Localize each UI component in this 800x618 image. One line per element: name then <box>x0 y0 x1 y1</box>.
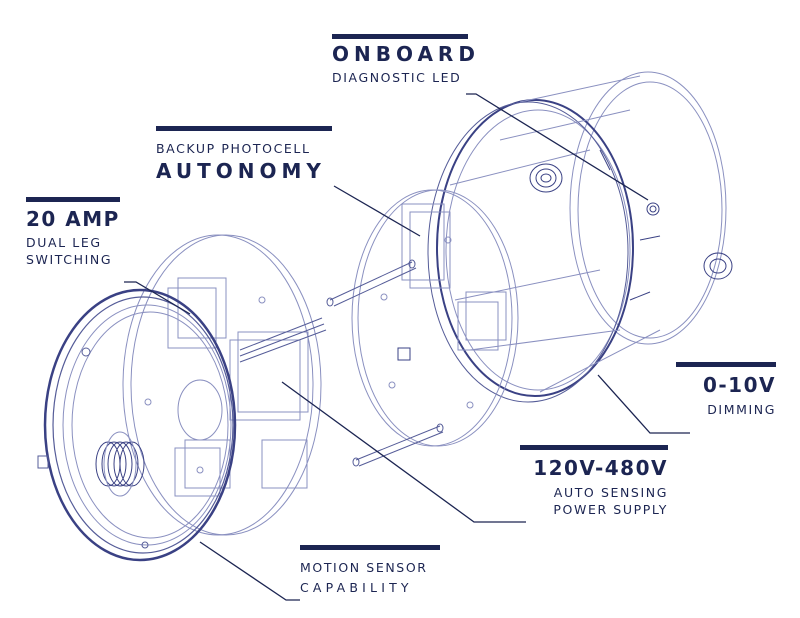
diagnostic-led-icon <box>529 163 733 280</box>
callout-photocell: BACKUP PHOTOCELL AUTONOMY <box>156 126 336 182</box>
callout-amp-line3: SWITCHING <box>26 252 113 267</box>
callout-onboard-led-title: ONBOARD <box>332 42 480 66</box>
front-lens-ring <box>37 288 237 562</box>
callout-bar <box>332 34 468 39</box>
rear-housing <box>427 71 727 403</box>
callout-photocell-title: AUTONOMY <box>156 159 326 183</box>
callout-photocell-subtitle: BACKUP PHOTOCELL <box>156 141 311 156</box>
callout-amp-title: 20 AMP <box>26 207 120 231</box>
callout-bar <box>156 126 332 131</box>
leader-lines <box>124 93 690 601</box>
callout-onboard-led-subtitle: DIAGNOSTIC LED <box>332 70 462 85</box>
callout-bar <box>300 545 440 550</box>
callout-onboard-led: ONBOARD DIAGNOSTIC LED <box>332 34 482 86</box>
callout-bar <box>520 445 668 450</box>
callout-dimming-subtitle: DIMMING <box>707 402 776 417</box>
callout-motion-sensor-subtitle: CAPABILITY <box>300 580 413 595</box>
middle-plate <box>351 189 519 447</box>
callout-bar <box>26 197 120 202</box>
standoffs <box>326 259 444 467</box>
callout-motion-sensor-title: MOTION SENSOR <box>300 560 428 575</box>
callout-power-supply-line2: AUTO SENSING <box>553 485 668 500</box>
motion-sensor-icon <box>95 431 145 497</box>
callout-bar <box>676 362 776 367</box>
callout-power-supply: 120V-480V AUTO SENSING POWER SUPPLY <box>510 445 668 518</box>
callout-power-supply-title: 120V-480V <box>533 456 668 480</box>
callout-amp: 20 AMP DUAL LEG SWITCHING <box>26 197 126 268</box>
callout-motion-sensor: MOTION SENSOR CAPABILITY <box>300 545 450 596</box>
callout-dimming: 0-10V DIMMING <box>676 362 776 418</box>
callout-dimming-title: 0-10V <box>702 373 776 397</box>
callout-amp-line2: DUAL LEG <box>26 235 102 250</box>
callout-power-supply-line3: POWER SUPPLY <box>553 502 668 517</box>
